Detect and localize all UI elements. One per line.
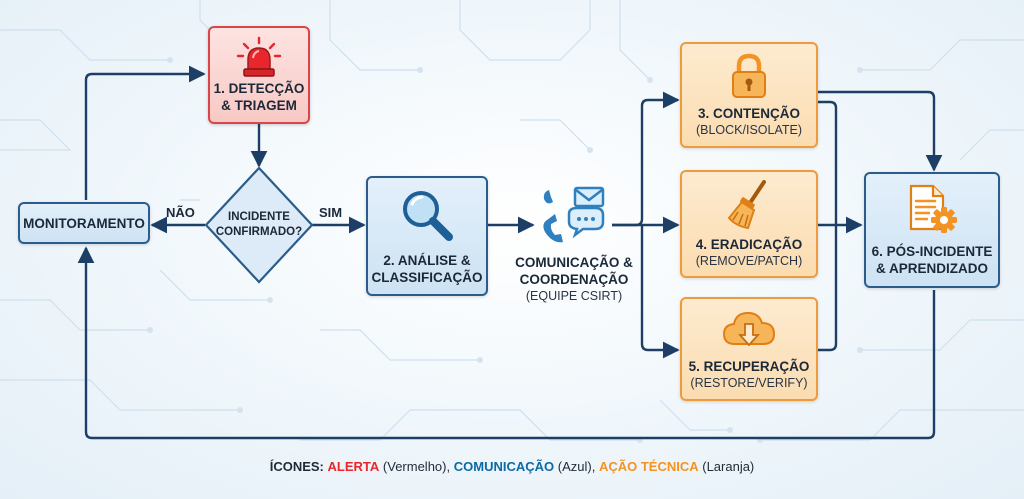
eradication-line1: 4. ERADICAÇÃO: [695, 236, 803, 252]
communication-line2: COORDENAÇÃO: [519, 272, 629, 287]
edge-comm-to-recovery: [640, 225, 680, 359]
legend-action: AÇÃO TÉCNICA: [598, 459, 699, 474]
monitoring-label: MONITORAMENTO: [23, 215, 145, 231]
post-incident-node[interactable]: 6. PÓS-INCIDENTE & APRENDIZADO: [864, 172, 1000, 288]
post-incident-line2: & APRENDIZADO: [875, 261, 988, 276]
label-no: NÃO: [166, 205, 195, 220]
decision-line1: INCIDENTE: [228, 211, 290, 223]
edge-post-to-monitoring: [77, 246, 936, 440]
cloud-download-icon: [722, 311, 776, 346]
analysis-line1: 2. ANÁLISE &: [383, 253, 471, 268]
legend-comm: COMUNICAÇÃO: [453, 459, 555, 474]
containment-line2: (BLOCK/ISOLATE): [695, 122, 803, 137]
magnifier-icon: [403, 191, 453, 241]
detection-title-line2: & TRIAGEM: [221, 98, 297, 113]
siren-icon: [236, 36, 282, 77]
detection-title-line1: 1. DETECÇÃO: [213, 81, 305, 96]
post-incident-line1: 6. PÓS-INCIDENTE: [871, 244, 993, 259]
detection-triage-node[interactable]: 1. DETECÇÃO & TRIAGEM: [208, 26, 310, 124]
legend-alert: ALERTA: [327, 459, 380, 474]
edge-monitoring-to-detection: [84, 65, 206, 200]
edge-containment-merge: [818, 100, 838, 225]
legend-action-note: (Laranja): [702, 459, 755, 474]
eradication-line2: (REMOVE/PATCH): [695, 253, 803, 268]
monitoring-node[interactable]: MONITORAMENTO: [18, 202, 150, 244]
decision-node[interactable]: INCIDENTE CONFIRMADO?: [214, 205, 304, 245]
recovery-node[interactable]: 5. RECUPERAÇÃO (RESTORE/VERIFY): [680, 297, 818, 401]
legend-prefix: ÍCONES:: [269, 459, 324, 474]
recovery-line1: 5. RECUPERAÇÃO: [688, 358, 810, 374]
edge-containment-to-post: [818, 90, 943, 172]
lock-icon: [732, 53, 766, 98]
decision-diamond: [204, 166, 314, 284]
eradication-node[interactable]: 4. ERADICAÇÃO (REMOVE/PATCH): [680, 170, 818, 278]
analysis-line2: CLASSIFICAÇÃO: [371, 270, 483, 285]
document-gear-icon: [909, 184, 957, 233]
communication-line3: (EQUIPE CSIRT): [525, 289, 623, 303]
decision-line2: CONFIRMADO?: [215, 226, 303, 238]
legend-comm-note: (Azul),: [557, 459, 596, 474]
communication-line1: COMUNICAÇÃO &: [515, 255, 633, 270]
containment-line1: 3. CONTENÇÃO: [697, 105, 800, 121]
edge-recovery-merge: [818, 225, 838, 352]
recovery-line2: (RESTORE/VERIFY): [690, 375, 808, 390]
communication-node[interactable]: COMUNICAÇÃO & COORDENAÇÃO (EQUIPE CSIRT): [506, 176, 642, 312]
phone-mail-chat-icon: [543, 186, 605, 243]
legend: ÍCONES: ALERTA (Vermelho), COMUNICAÇÃO (…: [0, 459, 1024, 474]
containment-node[interactable]: 3. CONTENÇÃO (BLOCK/ISOLATE): [680, 42, 818, 148]
analysis-node[interactable]: 2. ANÁLISE & CLASSIFICAÇÃO: [366, 176, 488, 296]
broom-icon: [727, 179, 766, 229]
label-yes: SIM: [319, 205, 343, 220]
legend-alert-note: (Vermelho),: [382, 459, 451, 474]
